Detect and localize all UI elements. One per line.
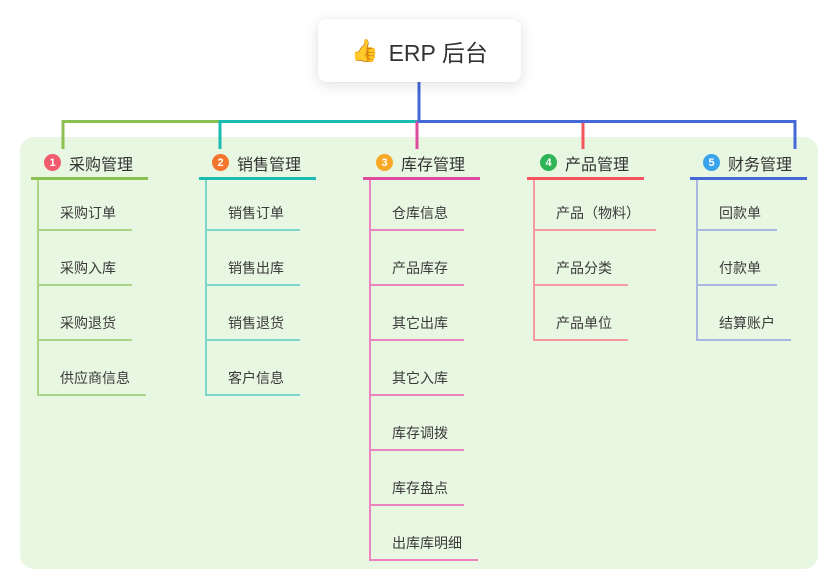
branch-title: 产品管理 (565, 156, 630, 174)
child-node[interactable]: 采购退货 (39, 313, 132, 341)
child-node[interactable]: 采购入库 (39, 258, 132, 286)
child-node[interactable]: 库存调拨 (371, 423, 464, 451)
child-node[interactable]: 销售出库 (207, 258, 300, 286)
child-node[interactable]: 供应商信息 (39, 368, 146, 396)
branch-label[interactable]: 3 库存管理 (363, 148, 480, 180)
child-row: 采购入库 (39, 231, 146, 286)
branch-title: 财务管理 (728, 156, 793, 174)
branch-node-3: 3 库存管理仓库信息产品库存其它出库其它入库库存调拨库存盘点出库库明细 (363, 148, 480, 561)
child-node[interactable]: 库存盘点 (371, 478, 464, 506)
branch-label[interactable]: 4 产品管理 (527, 148, 644, 180)
child-row: 采购退货 (39, 286, 146, 341)
child-node[interactable]: 产品单位 (535, 313, 628, 341)
branch-title: 库存管理 (401, 156, 466, 174)
root-title: ERP 后台 (388, 39, 488, 66)
child-row: 其它出库 (371, 286, 478, 341)
child-node[interactable]: 其它入库 (371, 368, 464, 396)
child-row: 付款单 (698, 231, 791, 286)
child-row: 产品单位 (535, 286, 656, 341)
branch-label[interactable]: 1 采购管理 (31, 148, 148, 180)
child-row: 销售出库 (207, 231, 300, 286)
branch-number-badge: 4 (540, 154, 557, 171)
child-node[interactable]: 其它出库 (371, 313, 464, 341)
branch-number-badge: 2 (212, 154, 229, 171)
branch-node-5: 5 财务管理回款单付款单结算账户 (690, 148, 807, 341)
child-node[interactable]: 出库库明细 (371, 533, 478, 561)
child-row: 产品库存 (371, 231, 478, 286)
branch-number-badge: 5 (703, 154, 720, 171)
thumbs-up-icon: 👍 (351, 37, 379, 63)
child-node[interactable]: 产品分类 (535, 258, 628, 286)
mindmap-panel (20, 137, 818, 569)
branch-title: 销售管理 (237, 156, 302, 174)
child-row: 销售退货 (207, 286, 300, 341)
children-group: 采购订单采购入库采购退货供应商信息 (37, 180, 146, 396)
child-row: 回款单 (698, 180, 791, 231)
child-row: 结算账户 (698, 286, 791, 341)
child-row: 产品分类 (535, 231, 656, 286)
child-row: 出库库明细 (371, 506, 478, 561)
child-node[interactable]: 仓库信息 (371, 203, 464, 231)
child-row: 采购订单 (39, 180, 146, 231)
child-node[interactable]: 产品库存 (371, 258, 464, 286)
child-node[interactable]: 产品（物料） (535, 203, 656, 231)
child-row: 仓库信息 (371, 180, 478, 231)
child-node[interactable]: 销售退货 (207, 313, 300, 341)
branch-number-badge: 1 (44, 154, 61, 171)
branch-label[interactable]: 5 财务管理 (690, 148, 807, 180)
child-row: 销售订单 (207, 180, 300, 231)
child-row: 产品（物料） (535, 180, 656, 231)
children-group: 回款单付款单结算账户 (696, 180, 791, 341)
children-group: 仓库信息产品库存其它出库其它入库库存调拨库存盘点出库库明细 (369, 180, 478, 561)
branch-label[interactable]: 2 销售管理 (199, 148, 316, 180)
child-node[interactable]: 回款单 (698, 203, 777, 231)
children-group: 产品（物料） 产品分类产品单位 (533, 180, 656, 341)
child-row: 客户信息 (207, 341, 300, 396)
child-node[interactable]: 客户信息 (207, 368, 300, 396)
child-row: 库存调拨 (371, 396, 478, 451)
branch-title: 采购管理 (69, 156, 134, 174)
root-node[interactable]: 👍 ERP 后台 (318, 19, 521, 82)
child-node[interactable]: 采购订单 (39, 203, 132, 231)
branch-node-4: 4 产品管理产品（物料） 产品分类产品单位 (527, 148, 656, 341)
children-group: 销售订单销售出库销售退货客户信息 (205, 180, 300, 396)
child-node[interactable]: 结算账户 (698, 313, 791, 341)
child-row: 其它入库 (371, 341, 478, 396)
child-node[interactable]: 销售订单 (207, 203, 300, 231)
branch-number-badge: 3 (376, 154, 393, 171)
branch-node-2: 2 销售管理销售订单销售出库销售退货客户信息 (199, 148, 316, 396)
branch-node-1: 1 采购管理采购订单采购入库采购退货供应商信息 (31, 148, 148, 396)
child-row: 库存盘点 (371, 451, 478, 506)
child-node[interactable]: 付款单 (698, 258, 777, 286)
child-row: 供应商信息 (39, 341, 146, 396)
